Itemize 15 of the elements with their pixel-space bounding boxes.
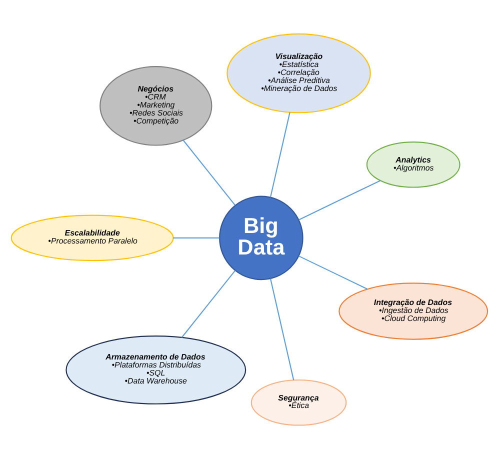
- connector: [270, 278, 294, 380]
- node-ellipse: Visualização •Estatística •Correlação •Análise Preditiva •Mineração de Dados: [226, 32, 371, 113]
- connector: [298, 255, 368, 289]
- node-circle: Big Data: [219, 195, 304, 280]
- node-ellipse: Armazenamento de Dados •Plataformas Distribuídas •SQL •Data Warehouse: [66, 335, 246, 404]
- node-ellipse: Segurança •Ética: [250, 378, 347, 426]
- node-ellipse: Integração de Dados •Ingestão de Dados •Cloud Computing: [338, 282, 488, 340]
- node-ellipse: Escalabilidade •Processamento Paralelo: [10, 214, 174, 261]
- node-ellipse: Negócios •CRM •Marketing •Redes Sociais •Competição: [100, 66, 212, 146]
- connector: [173, 236, 220, 238]
- connector: [182, 139, 236, 206]
- connector: [298, 180, 381, 220]
- node-ellipse: Analytics •Algoritmos: [366, 141, 460, 188]
- connector: [270, 112, 290, 197]
- connector: [181, 270, 236, 338]
